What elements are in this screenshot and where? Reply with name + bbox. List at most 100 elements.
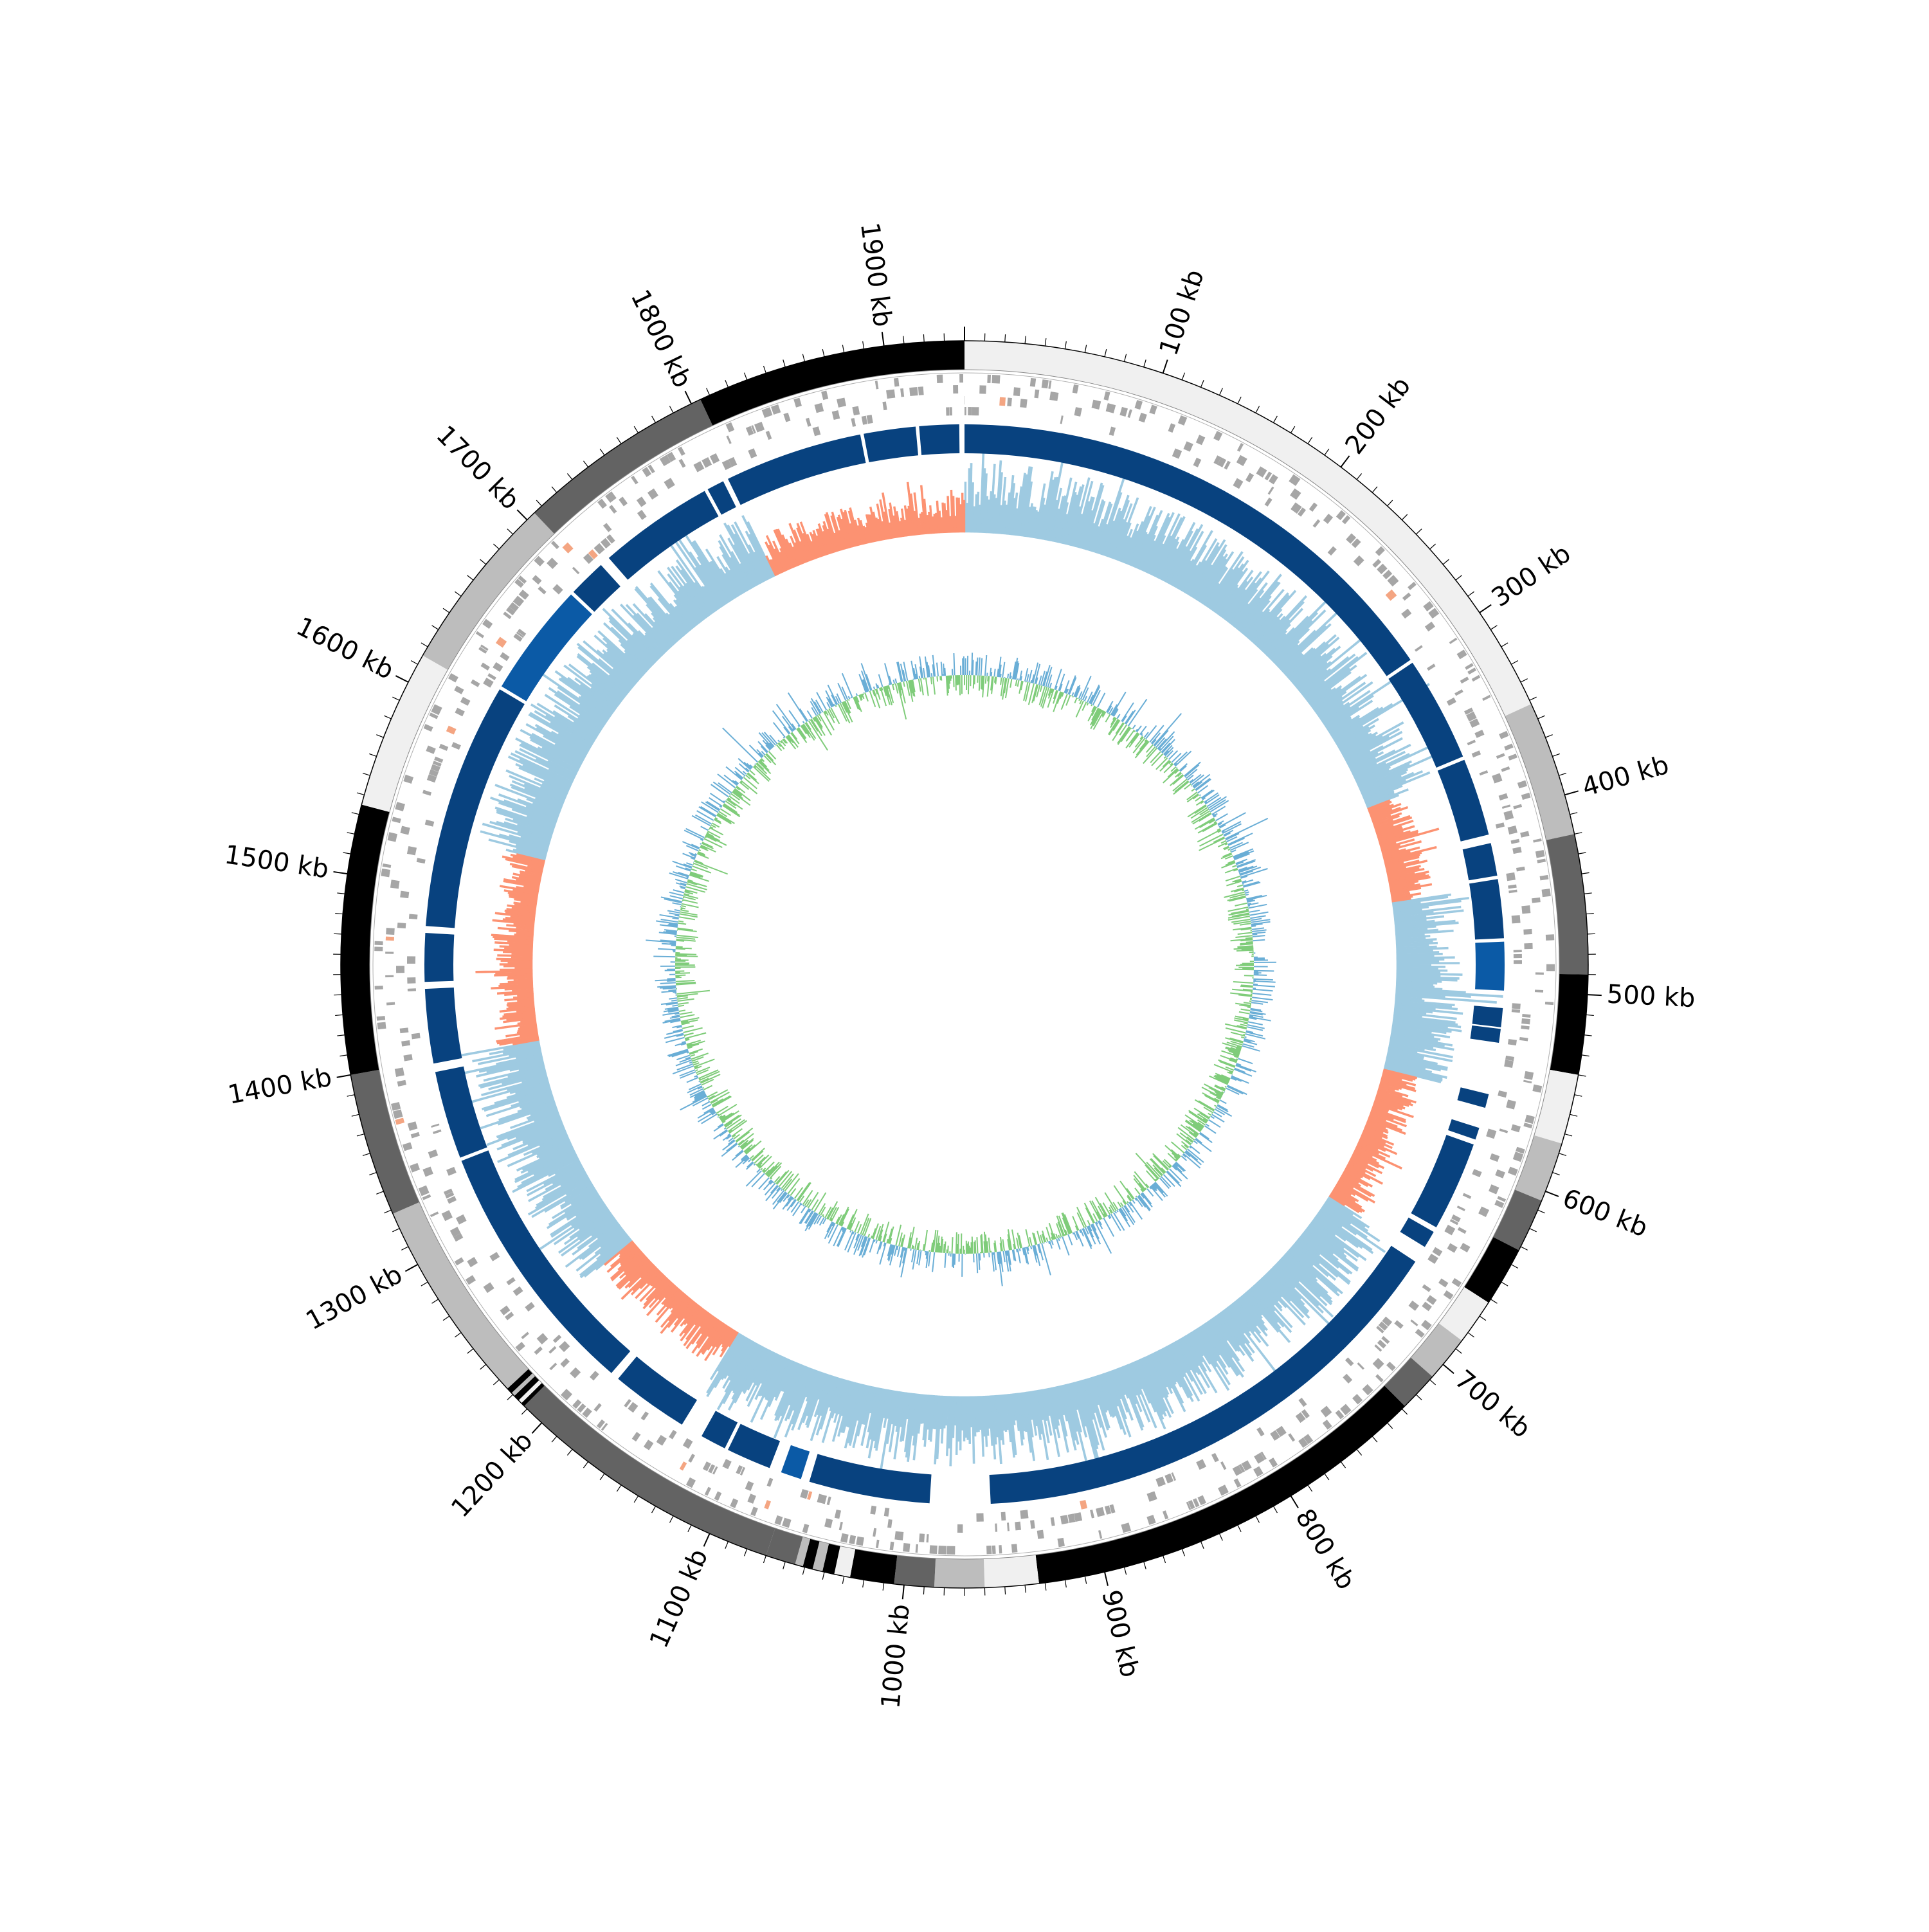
gene-feature (1103, 392, 1110, 401)
gene-feature (1533, 838, 1542, 843)
gene-feature (852, 406, 860, 416)
gene-feature (793, 398, 802, 408)
gene-feature (484, 1282, 494, 1293)
gene-feature (551, 541, 559, 549)
minor-tick (392, 1229, 399, 1232)
gene-feature (1015, 1522, 1021, 1531)
minor-tick (1584, 893, 1592, 894)
gene-feature (403, 775, 413, 784)
gene-feature (873, 1528, 876, 1537)
gene-feature (1298, 1398, 1307, 1407)
gene-feature (430, 1211, 439, 1217)
gene-feature (1074, 407, 1082, 417)
major-tick (1480, 605, 1491, 613)
gene-feature (1499, 793, 1508, 800)
gene-feature (775, 1515, 783, 1525)
gene-feature (1196, 1459, 1206, 1470)
gene-feature (388, 832, 397, 842)
minor-tick (688, 1525, 691, 1532)
minor-tick (521, 1409, 527, 1414)
gene-feature (679, 459, 686, 468)
minor-tick (1163, 1556, 1166, 1563)
minor-tick (1490, 1299, 1497, 1303)
minor-tick (1575, 833, 1582, 835)
gene-feature (1402, 593, 1411, 601)
minor-tick (369, 1173, 376, 1175)
gene-feature (1253, 1466, 1263, 1477)
gene-feature (999, 397, 1006, 406)
gene-feature (1535, 850, 1545, 858)
gene-feature (953, 385, 958, 393)
minor-tick (1065, 341, 1066, 349)
gene-feature (603, 523, 611, 532)
minor-tick (1238, 397, 1241, 404)
minor-tick (1501, 1282, 1508, 1286)
gene-feature (1506, 1099, 1516, 1109)
minor-tick (652, 1506, 656, 1513)
gene-feature (446, 1167, 457, 1176)
tick-label: 1200 kb (446, 1426, 538, 1523)
gene-feature (1080, 1500, 1087, 1510)
minor-tick (1357, 1449, 1362, 1455)
minor-tick (802, 1567, 804, 1575)
gene-feature (1073, 384, 1079, 393)
gene-feature (714, 1492, 722, 1501)
gene-feature (849, 1535, 856, 1544)
minor-tick (1105, 349, 1107, 357)
gene-feature (683, 1438, 693, 1449)
gene-feature (401, 826, 410, 835)
gene-feature (1458, 1227, 1467, 1234)
gene-feature (386, 937, 394, 941)
gene-feature (496, 637, 507, 648)
gene-feature (1546, 964, 1555, 971)
tick-label: 400 kb (1579, 750, 1672, 803)
minor-tick (1559, 1153, 1566, 1156)
gene-feature (1522, 1014, 1530, 1018)
minor-tick (669, 406, 673, 413)
gene-feature (403, 1054, 412, 1061)
gene-feature (726, 435, 731, 444)
gene-feature (976, 1513, 983, 1521)
gene-feature (572, 567, 580, 575)
gene-feature (959, 374, 963, 383)
minor-tick (1325, 449, 1329, 455)
gene-feature (1074, 1512, 1082, 1522)
major-tick (532, 1423, 542, 1433)
gene-feature (460, 697, 471, 706)
gene-feature (395, 802, 405, 811)
gene-feature (1168, 423, 1176, 433)
gene-feature (1545, 1002, 1553, 1005)
gene-feature (890, 1542, 894, 1551)
blast-hits-track (424, 424, 1505, 1504)
gene-feature (442, 1210, 453, 1221)
gene-feature (882, 401, 887, 410)
minor-tick (745, 373, 747, 380)
gene-feature (1438, 1278, 1448, 1287)
minor-tick (669, 1516, 673, 1523)
minor-tick (725, 380, 729, 387)
gene-feature (1444, 1290, 1454, 1300)
gene-feature (1521, 793, 1531, 800)
gene-feature (446, 726, 457, 735)
minor-tick (923, 1587, 924, 1594)
gene-feature (1030, 378, 1036, 387)
gene-feature (783, 413, 790, 422)
blast-hit-block (864, 426, 918, 462)
gene-feature (396, 966, 404, 973)
gene-feature (1444, 1225, 1455, 1235)
gc-content-track (646, 653, 1276, 1286)
minor-tick (583, 1462, 588, 1468)
gene-feature (1496, 753, 1505, 759)
gene-feature (422, 790, 431, 796)
gene-feature (433, 1130, 441, 1134)
gene-feature (1375, 1374, 1384, 1382)
gene-feature (1502, 804, 1510, 809)
gene-feature (1504, 1060, 1514, 1068)
gene-feature (1465, 663, 1474, 670)
gene-feature (1482, 695, 1490, 701)
gene-feature (947, 1546, 955, 1555)
outer-band-segment (934, 1558, 985, 1588)
gene-feature (824, 1519, 833, 1528)
gene-feature (832, 410, 840, 420)
minor-tick (467, 575, 473, 580)
